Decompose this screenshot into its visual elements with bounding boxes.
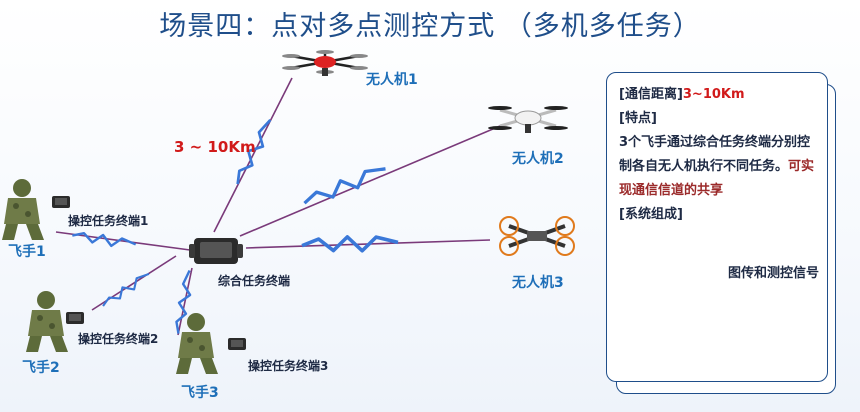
link-lines bbox=[55, 77, 501, 336]
signal-markers bbox=[70, 116, 685, 336]
pilot-1-terminal-icon bbox=[52, 196, 70, 208]
drone-2-icon bbox=[488, 106, 568, 133]
pilot-2-icon bbox=[26, 291, 68, 352]
link-drone-2 bbox=[239, 125, 501, 237]
pilot-1-label: 飞手1 bbox=[8, 244, 46, 260]
pilot-1-terminal-label: 操控任务终端1 bbox=[68, 214, 149, 228]
signal-drone-2 bbox=[300, 161, 390, 211]
pilot-3-icon bbox=[176, 313, 218, 374]
page-title: 场景四：点对多点测控方式 （多机多任务） bbox=[159, 11, 701, 42]
drone-3-icon bbox=[499, 216, 575, 256]
drone-2-label: 无人机2 bbox=[512, 151, 564, 167]
features-key: [特点] bbox=[619, 111, 657, 126]
pilot-1-icon bbox=[2, 179, 44, 240]
hub-label: 综合任务终端 bbox=[218, 274, 291, 288]
pilot-3-terminal-icon bbox=[228, 338, 246, 350]
link-pilot-3 bbox=[177, 267, 193, 336]
pilot-2-terminal-label: 操控任务终端2 bbox=[78, 332, 159, 346]
drone-3-label: 无人机3 bbox=[512, 275, 564, 291]
info-card: [通信距离]3~10Km [特点] 3个飞手通过综合任务终端分别控制各自无人机执… bbox=[606, 72, 828, 382]
hub-terminal-icon bbox=[189, 238, 243, 264]
features-line-2: 可实现通信信道的共享 bbox=[619, 159, 815, 198]
system-key: [系统组成] bbox=[619, 207, 683, 222]
signal-pilot-2 bbox=[99, 269, 153, 311]
drone-1-label: 无人机1 bbox=[366, 72, 418, 88]
pilot-2-terminal-icon bbox=[66, 312, 84, 324]
pilot-3-label: 飞手3 bbox=[181, 385, 219, 401]
link-drone-1 bbox=[213, 77, 293, 233]
distance-label: 3 ~ 10Km bbox=[174, 138, 256, 156]
range-row: [通信距离]3~10Km bbox=[619, 83, 819, 107]
link-pilot-2 bbox=[91, 255, 177, 311]
signal-pilot-1 bbox=[70, 229, 138, 251]
drone-1-icon bbox=[282, 50, 368, 76]
pilot-2-label: 飞手2 bbox=[22, 360, 60, 376]
features-text: 3个飞手通过综合任务终端分别控制各自无人机执行不同任务。可实现通信信道的共享 bbox=[619, 131, 819, 203]
legend-label: 图传和测控信号 bbox=[728, 266, 820, 281]
features-line-1: 3个飞手通过综合任务终端分别控制各自无人机执行不同任务。 bbox=[619, 135, 811, 174]
range-key: [通信距离] bbox=[619, 87, 683, 102]
range-value: 3~10Km bbox=[682, 87, 745, 102]
pilot-3-terminal-label: 操控任务终端3 bbox=[248, 359, 329, 373]
